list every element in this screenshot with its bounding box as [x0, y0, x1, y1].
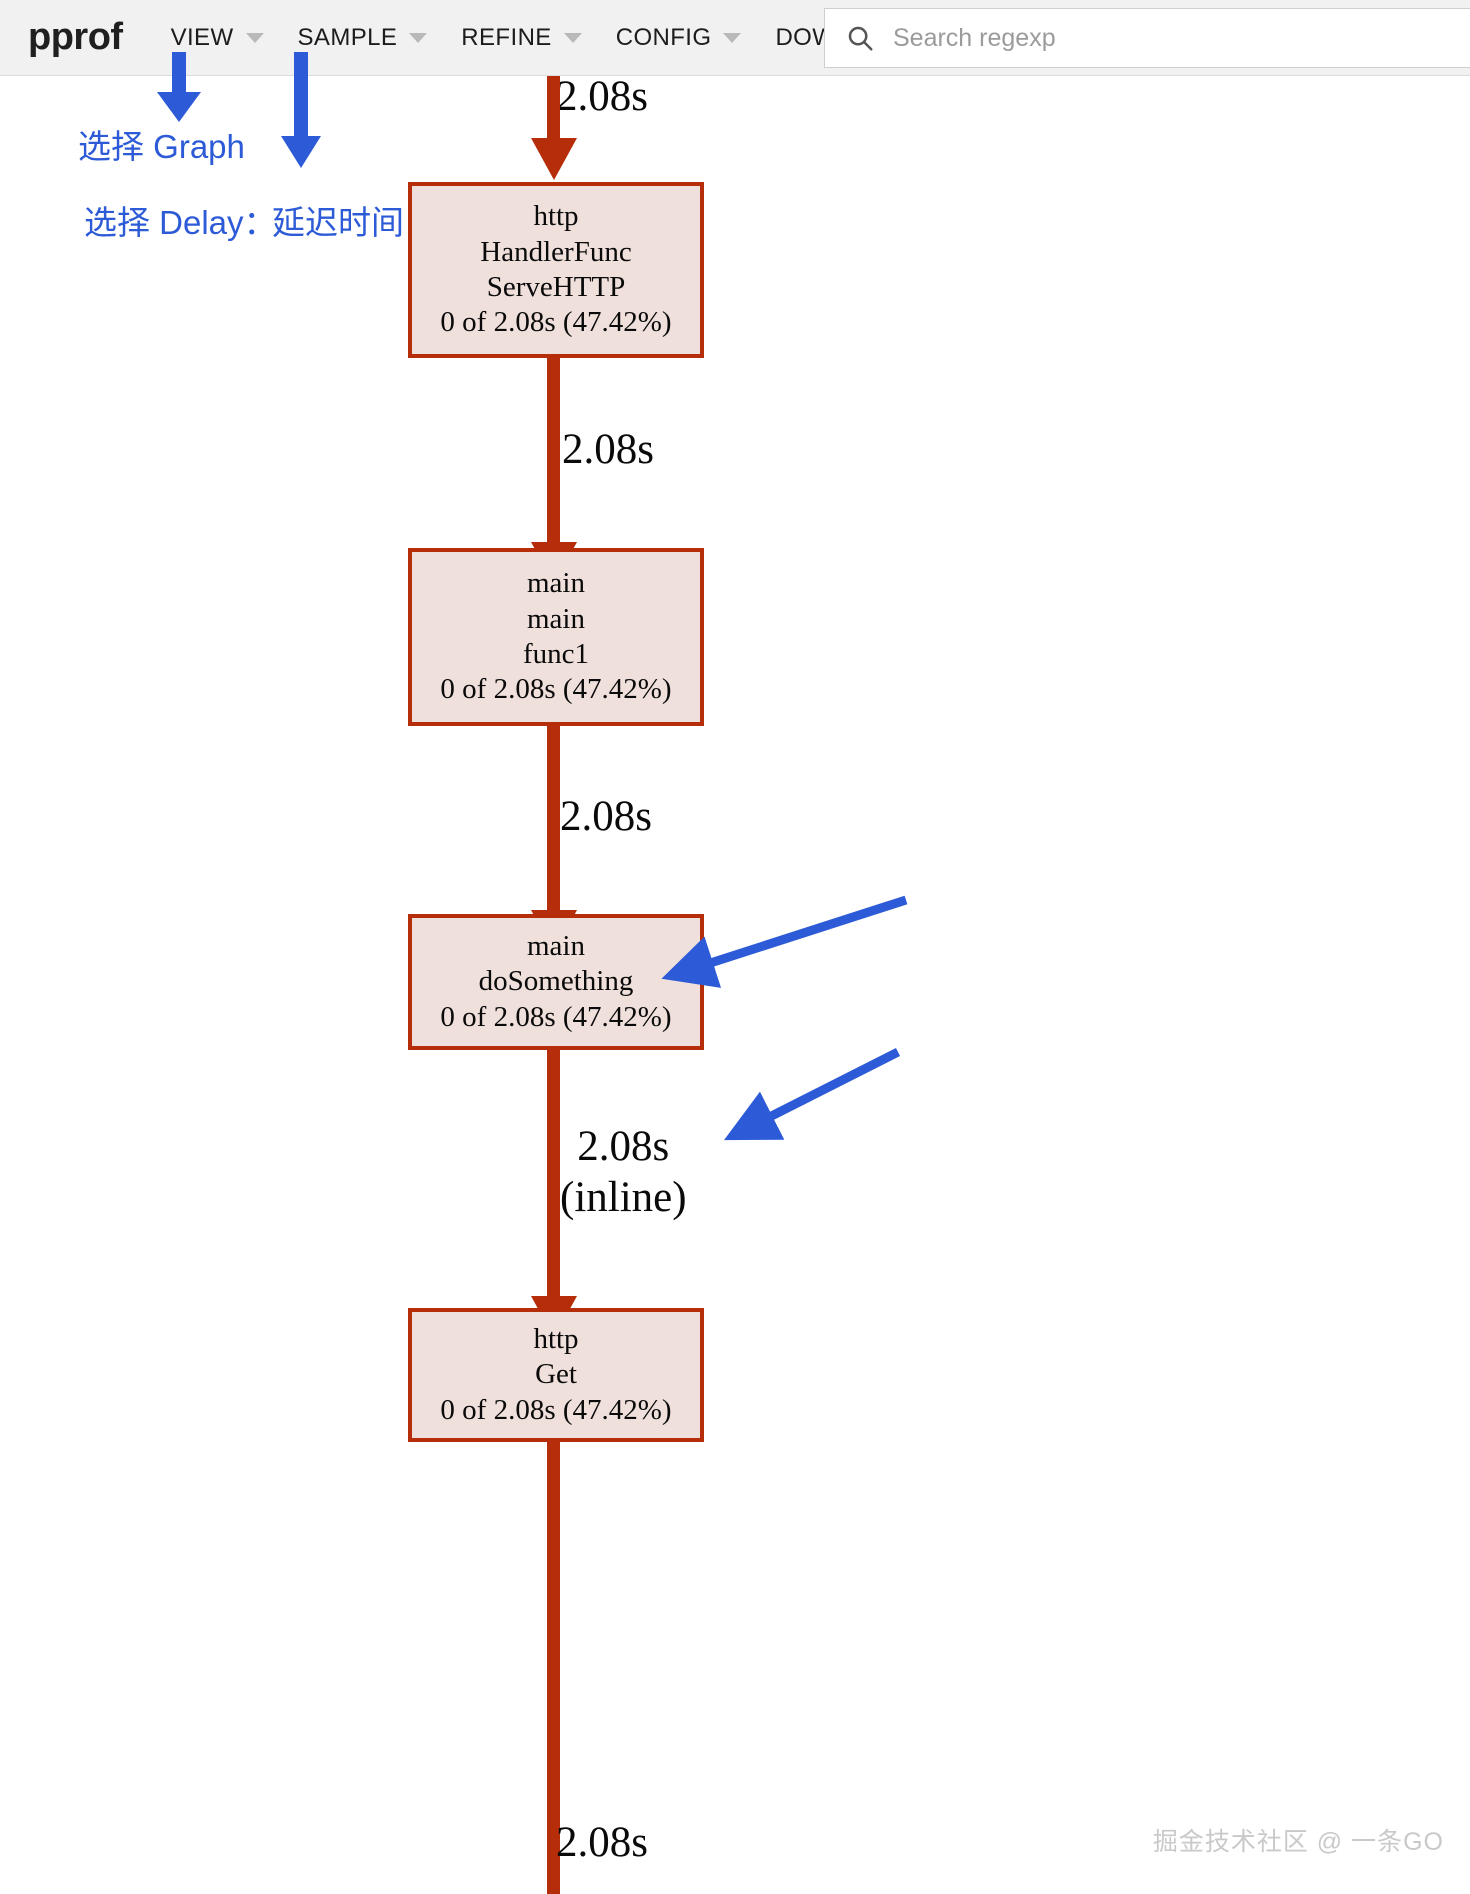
node-line: http [533, 200, 579, 233]
node-line: HandlerFunc [480, 235, 632, 268]
graph-node-main-main-func1[interactable]: main main func1 0 of 2.08s (47.42%) [408, 548, 704, 726]
menu-config[interactable]: CONFIG [616, 24, 742, 52]
edge-label-time: 2.08s [577, 1123, 670, 1170]
watermark: 掘金技术社区 @ 一条GO [1152, 1828, 1444, 1856]
edge-label-out-of-get: 2.08s [556, 1819, 648, 1866]
search-input[interactable] [891, 22, 1455, 54]
node-line: main [527, 567, 585, 600]
edge-label-dosomething-to-get: 2.08s (inline) [560, 1122, 687, 1223]
edge-label-func1-to-dosomething: 2.08s [560, 793, 652, 840]
chevron-down-icon [409, 32, 428, 43]
node-stats: 0 of 2.08s (47.42%) [440, 306, 672, 339]
menu-view[interactable]: VIEW [171, 24, 264, 52]
chevron-down-icon [723, 32, 742, 43]
pprof-graph-canvas: 2.08s http HandlerFunc ServeHTTP 0 of 2.… [0, 73, 1470, 1894]
edge-label-into-servehttp: 2.08s [556, 73, 648, 120]
node-stats: 0 of 2.08s (47.42%) [440, 673, 672, 706]
menu-sample-label: SAMPLE [297, 23, 398, 51]
search-box[interactable] [824, 8, 1470, 68]
node-line: main [527, 929, 585, 962]
annotation-select-delay-value: 延迟时间 [272, 204, 404, 241]
node-line: main [527, 602, 585, 635]
edge-shaft-servehttp-to-func1 [547, 358, 560, 546]
annotation-arrow-to-inline-label [723, 1047, 901, 1141]
annotation-arrow-to-sample-menu [281, 52, 321, 168]
graph-node-http-handlerfunc-servehttp[interactable]: http HandlerFunc ServeHTTP 0 of 2.08s (4… [408, 182, 704, 358]
annotation-select-graph: 选择 Graph [78, 128, 245, 165]
edge-shaft-into-servehttp [547, 76, 560, 142]
chevron-down-icon [563, 32, 582, 43]
menu-config-label: CONFIG [615, 23, 712, 51]
edge-label-servehttp-to-func1: 2.08s [562, 426, 654, 473]
node-stats: 0 of 2.08s (47.42%) [440, 1393, 672, 1426]
node-line: func1 [522, 638, 590, 670]
app-logo: pprof [28, 16, 123, 58]
search-icon [845, 23, 875, 53]
node-line: Get [535, 1358, 577, 1391]
node-line: http [533, 1322, 579, 1355]
menu-sample[interactable]: SAMPLE [298, 24, 428, 52]
edge-shaft-dosomething-to-get [547, 1050, 560, 1300]
edge-arrowhead-into-servehttp [531, 138, 577, 180]
annotation-arrow-to-view-menu [157, 52, 201, 122]
edge-shaft-func1-to-dosomething [547, 726, 560, 914]
graph-node-http-get[interactable]: http Get 0 of 2.08s (47.42%) [408, 1308, 704, 1442]
node-line: ServeHTTP [486, 271, 626, 303]
node-stats: 0 of 2.08s (47.42%) [440, 1000, 672, 1033]
menu-refine[interactable]: REFINE [461, 23, 582, 52]
pprof-toolbar: pprof VIEW SAMPLE REFINE CONFIG DOWNLOAD [0, 0, 1470, 76]
node-line: doSomething [478, 965, 634, 998]
edge-shaft-out-of-get [547, 1442, 560, 1894]
annotation-arrow-to-dosomething-node [661, 895, 908, 988]
edge-label-inline: (inline) [560, 1173, 687, 1221]
chevron-down-icon [245, 32, 264, 43]
menu-view-label: VIEW [170, 23, 234, 51]
menu-refine-label: REFINE [461, 23, 552, 51]
annotation-select-delay-label: 选择 Delay： [84, 204, 277, 241]
